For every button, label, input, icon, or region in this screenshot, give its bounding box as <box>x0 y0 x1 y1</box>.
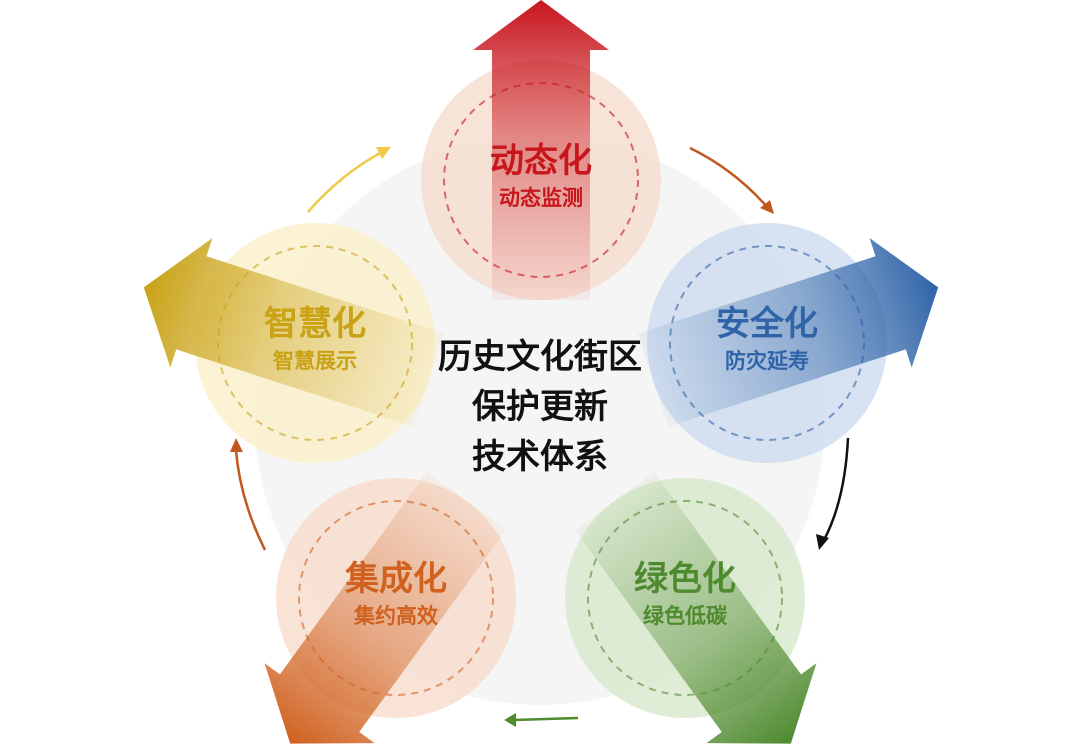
cycle-arrow-5-head-icon <box>376 147 391 159</box>
cycle-arrow-5 <box>307 150 383 213</box>
node-title: 集成化 <box>344 559 447 599</box>
node-title: 动态化 <box>490 141 592 181</box>
node-dashed-ring <box>298 500 494 696</box>
cycle-arrow-2-head-icon <box>816 534 829 550</box>
cycle-arrow-3-head-icon <box>504 713 516 727</box>
arrow-safety-icon <box>637 238 939 427</box>
node-subtitle: 集约高效 <box>353 604 438 628</box>
cycle-arrow-4 <box>234 449 267 551</box>
node-dashed-ring <box>587 500 783 696</box>
node-smart <box>143 223 445 463</box>
node-subtitle: 动态监测 <box>499 186 583 210</box>
arrow-smart-icon <box>143 238 445 427</box>
node-subtitle: 防灾延寿 <box>725 349 809 373</box>
cycle-arrow-1 <box>689 146 769 209</box>
cycle-arrow-1-head-icon <box>760 200 774 214</box>
arrow-green-icon <box>574 472 817 744</box>
node-dashed-ring <box>669 245 865 441</box>
cycle-arrow-4-head-icon <box>230 438 243 452</box>
center-title: 历史文化街区 保护更新 技术体系 <box>438 337 642 477</box>
node-safety <box>637 223 939 463</box>
cycle-arrows <box>230 146 850 727</box>
node-title: 安全化 <box>716 304 818 344</box>
node-dynamic <box>421 0 661 300</box>
node-subtitle: 智慧展示 <box>273 349 357 373</box>
cycle-arrow-3 <box>513 716 579 722</box>
node-dashed-ring <box>217 245 413 441</box>
center-title-line-1: 历史文化街区 <box>438 337 642 377</box>
node-title: 智慧化 <box>264 304 366 344</box>
node-title: 绿色化 <box>634 559 736 599</box>
node-green <box>565 472 817 744</box>
arrow-integrated-icon <box>264 472 507 744</box>
cycle-arrow-2 <box>822 437 850 541</box>
node-dashed-ring <box>443 82 639 278</box>
center-title-line-2: 保护更新 <box>472 387 608 427</box>
center-title-line-3: 技术体系 <box>472 437 608 477</box>
node-subtitle: 绿色低碳 <box>643 604 728 628</box>
arrow-dynamic-icon <box>473 0 609 300</box>
node-integrated <box>264 472 516 744</box>
